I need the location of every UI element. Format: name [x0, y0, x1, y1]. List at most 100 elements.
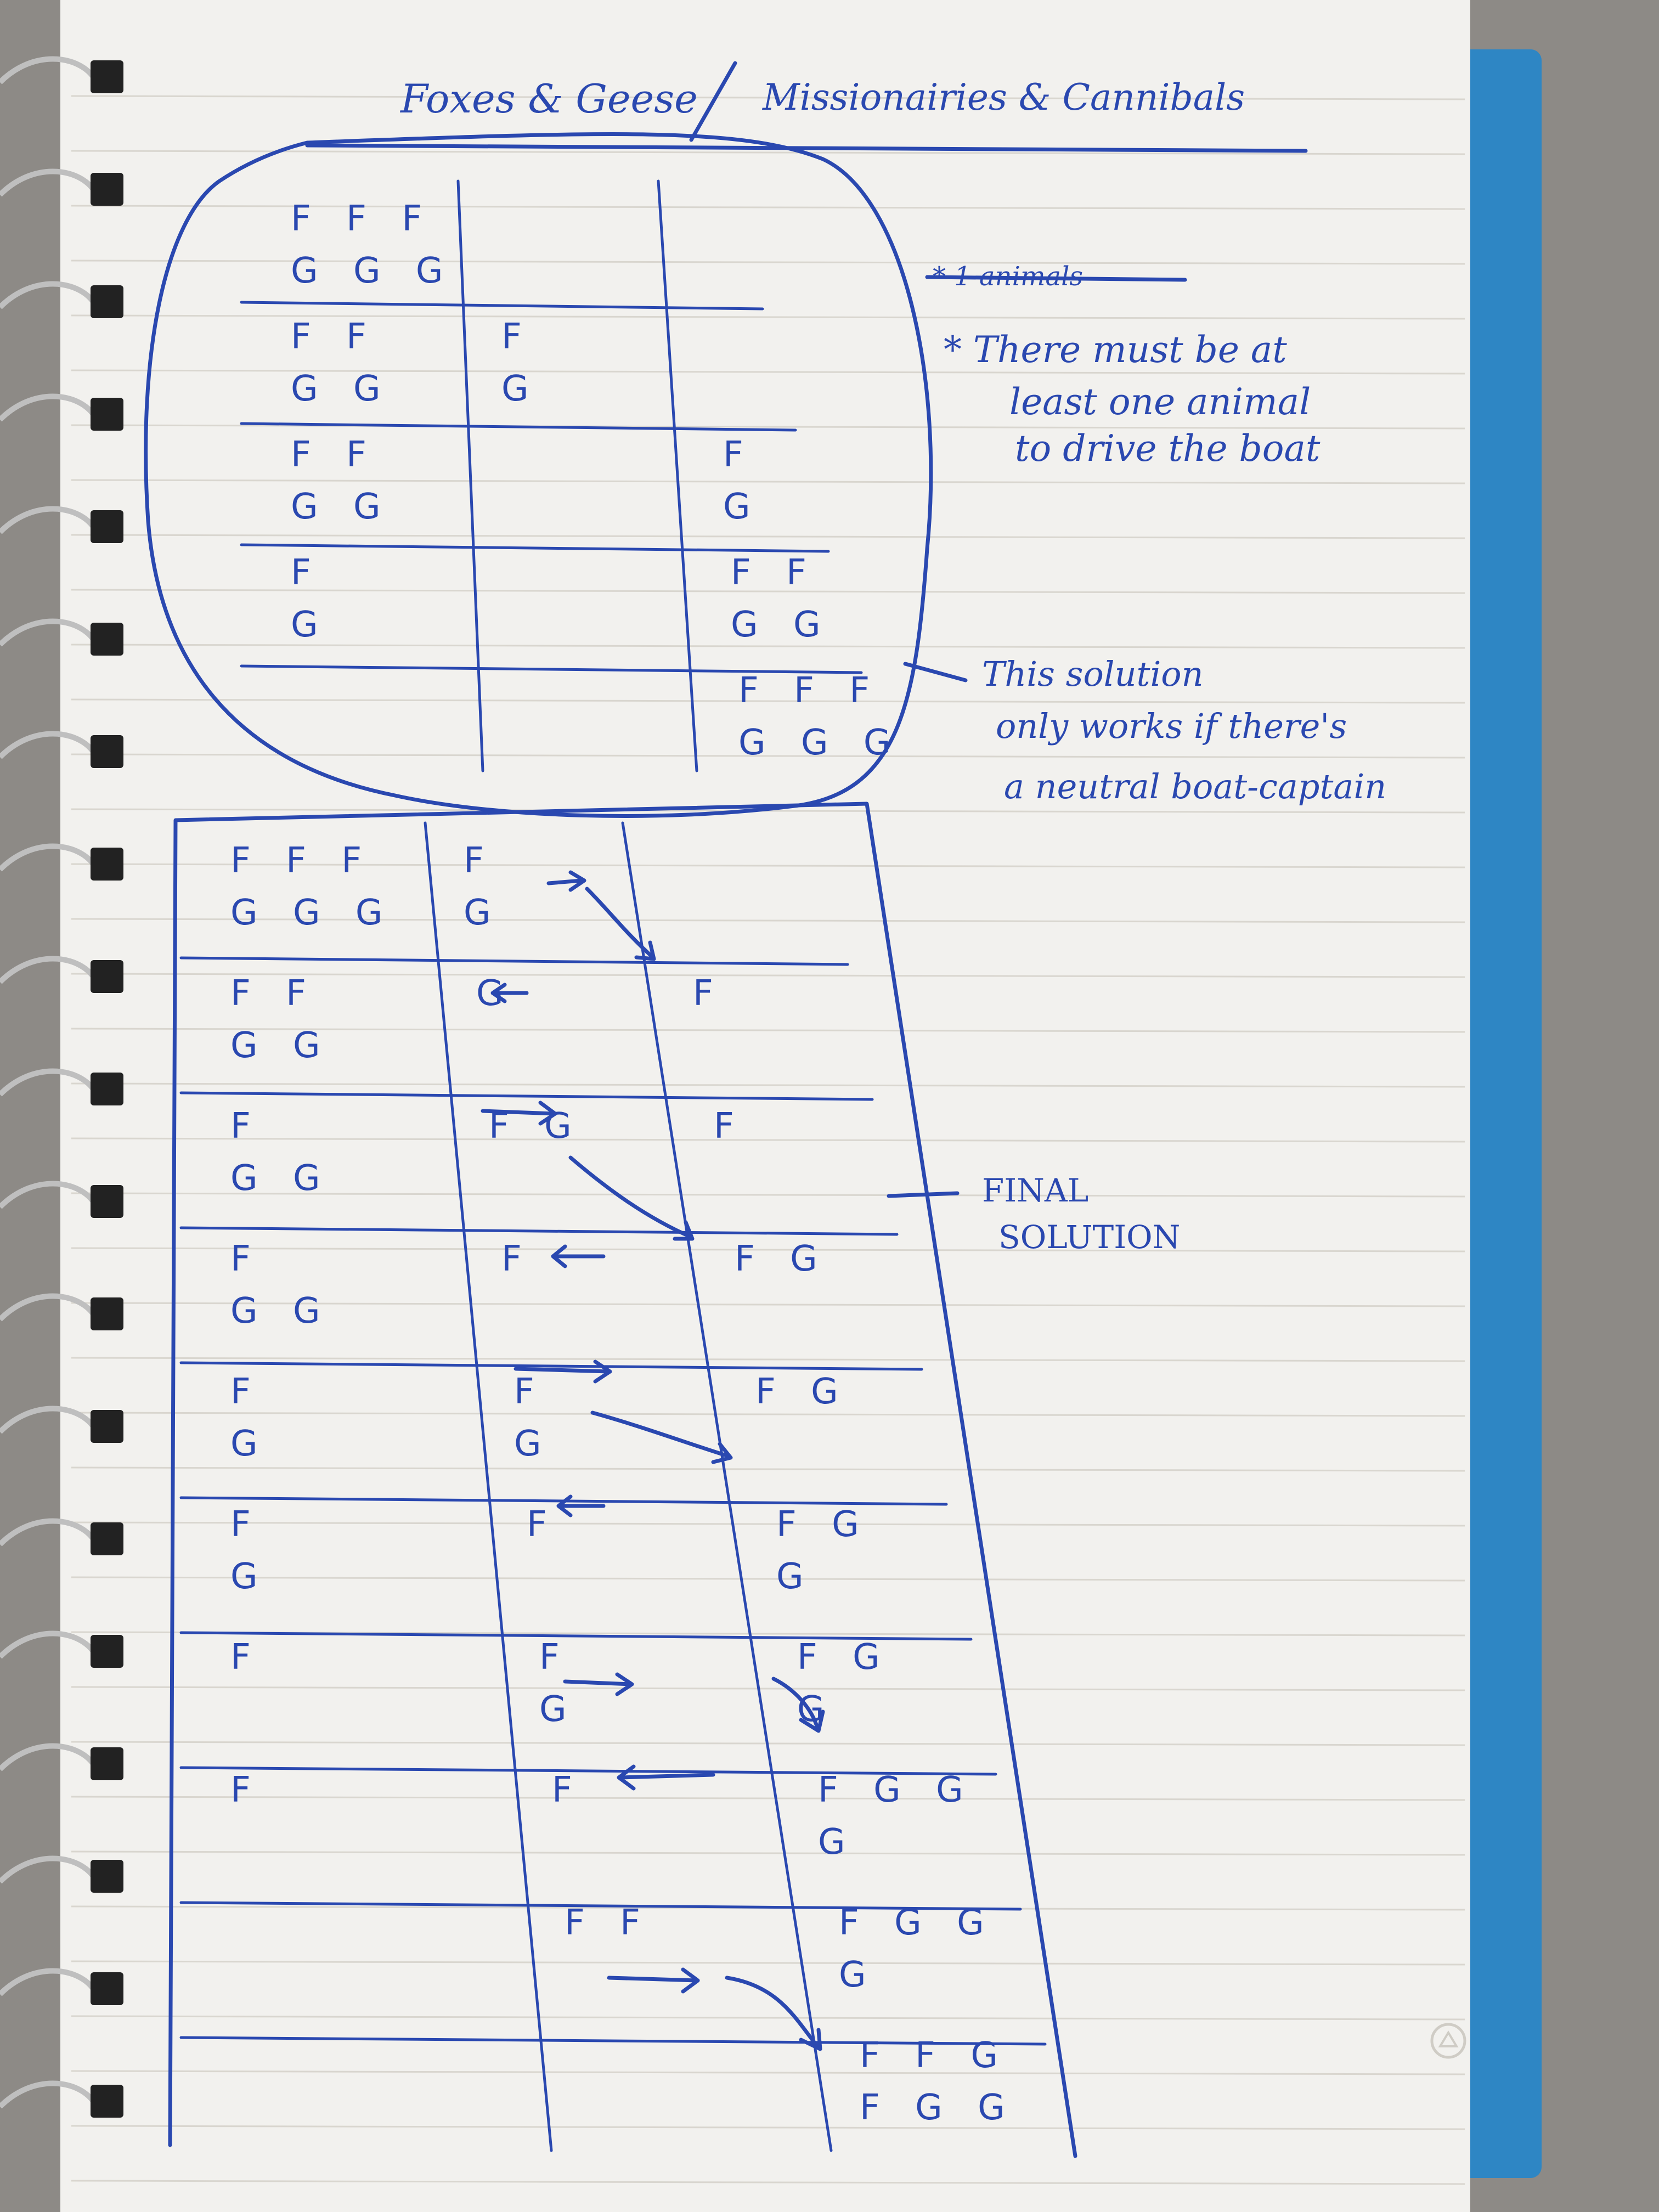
spiral-ring	[0, 1855, 95, 1884]
final-arrows	[481, 870, 825, 2051]
binding-hole	[91, 848, 123, 881]
ruled-line	[71, 150, 1465, 155]
spiral-ring	[0, 281, 95, 309]
cell-right-text: G	[839, 1955, 878, 1995]
spiral-binding-icon	[0, 56, 123, 2118]
row-divider	[240, 664, 863, 674]
cell-right-text: G G G	[738, 723, 902, 763]
cell-mid-text: G	[501, 369, 541, 409]
ruled-line	[71, 424, 1465, 430]
ruled-line	[71, 1960, 1465, 1966]
binding-hole	[91, 1073, 123, 1105]
row-divider	[240, 543, 830, 553]
cell-right-text: F F F	[738, 670, 882, 711]
binding-hole	[91, 1747, 123, 1780]
cell-left-text: F	[230, 1372, 263, 1412]
strike-line	[925, 275, 1187, 282]
cell-right-text: G G	[731, 605, 833, 645]
cell-left-text: G	[230, 1424, 270, 1464]
final-solution-grid	[179, 821, 1047, 2152]
column-divider	[621, 821, 833, 2152]
arrow-left-icon	[556, 1494, 606, 1517]
binding-hole	[91, 623, 123, 656]
spiral-ring	[0, 1630, 95, 1659]
cell-right-text: F G G	[818, 1770, 975, 1810]
solution-note-2: only works if there's	[996, 706, 1347, 746]
cell-left-text: G G	[230, 1158, 332, 1199]
spiral-ring	[0, 1406, 95, 1434]
cell-left-text: G G	[291, 487, 393, 527]
cell-mid-text: G	[464, 893, 503, 933]
ruled-line	[71, 2180, 1465, 2185]
solution-note-3: a neutral boat-captain	[1004, 766, 1386, 806]
cell-right-text: G	[776, 1556, 816, 1597]
recycle-icon	[1430, 2023, 1466, 2059]
ruled-line	[71, 1137, 1465, 1143]
binding-hole	[91, 1297, 123, 1330]
rule-line-3: to drive the boat	[1015, 427, 1321, 470]
ruled-line	[71, 95, 1465, 100]
spiral-ring	[0, 1181, 95, 1209]
binding-hole	[91, 1185, 123, 1218]
spiral-ring	[0, 1068, 95, 1097]
binding-hole	[91, 510, 123, 543]
cell-left-text: F	[230, 1239, 263, 1279]
ruled-line	[71, 1796, 1465, 1801]
spiral-ring	[0, 56, 95, 84]
ruled-line	[71, 369, 1465, 375]
ruled-line	[71, 1466, 1465, 1472]
binding-hole	[91, 1522, 123, 1555]
arrow-right-icon	[514, 1359, 612, 1384]
cell-mid-text: F	[539, 1637, 572, 1678]
ruled-lines	[71, 95, 1465, 2185]
cell-left-text: G G	[230, 1291, 332, 1331]
ruled-line	[71, 479, 1465, 484]
row-divider	[179, 1091, 874, 1101]
first-solution-outline	[144, 132, 933, 818]
ruled-line	[71, 534, 1465, 539]
cell-right-text: F G	[776, 1504, 871, 1545]
curved-arrow-icon	[725, 1976, 822, 2051]
cell-left-text: F	[230, 1770, 263, 1810]
cell-right-text: F F G	[860, 2035, 1010, 2076]
cell-right-text: F G G	[860, 2087, 1017, 2128]
column-divider	[424, 821, 553, 2152]
spiral-ring	[0, 618, 95, 647]
ruled-line	[71, 698, 1465, 704]
ruled-line	[71, 1850, 1465, 1856]
cell-right-text: F G	[755, 1372, 850, 1412]
arrow-right-icon	[563, 1672, 634, 1696]
arrow-left-icon	[490, 983, 529, 1003]
cell-mid-text: F F	[565, 1903, 652, 1943]
ruled-line	[71, 205, 1465, 210]
cell-mid-text: G	[539, 1689, 579, 1730]
row-divider	[179, 1361, 923, 1371]
spiral-ring	[0, 506, 95, 534]
cell-mid-text: F	[464, 840, 496, 881]
spiral-ring	[0, 956, 95, 984]
binding-hole	[91, 1635, 123, 1668]
binding-hole	[91, 1972, 123, 2005]
ruled-line	[71, 1521, 1465, 1527]
binding-hole	[91, 1410, 123, 1443]
curved-arrow-icon	[590, 1410, 733, 1464]
cell-left-text: F F	[230, 973, 318, 1014]
paper-page	[60, 0, 1470, 2212]
ruled-line	[71, 863, 1465, 868]
spiral-ring	[0, 1518, 95, 1547]
cell-right-text: F G	[797, 1637, 892, 1678]
rule-line-2: least one animal	[1009, 381, 1311, 423]
row-divider	[179, 1901, 1022, 1911]
cell-left-text: F F	[291, 435, 379, 475]
cell-mid-text: G	[514, 1424, 554, 1464]
spiral-ring	[0, 1743, 95, 1771]
title-missionaries: Missionairies & Cannibals	[762, 76, 1245, 119]
spiral-ring	[0, 168, 95, 197]
cell-mid-text: F	[501, 1239, 534, 1279]
ruled-line	[71, 589, 1465, 594]
cell-right-text: G	[723, 487, 763, 527]
ruled-line	[71, 644, 1465, 649]
spiral-ring	[0, 843, 95, 872]
spiral-ring	[0, 731, 95, 759]
